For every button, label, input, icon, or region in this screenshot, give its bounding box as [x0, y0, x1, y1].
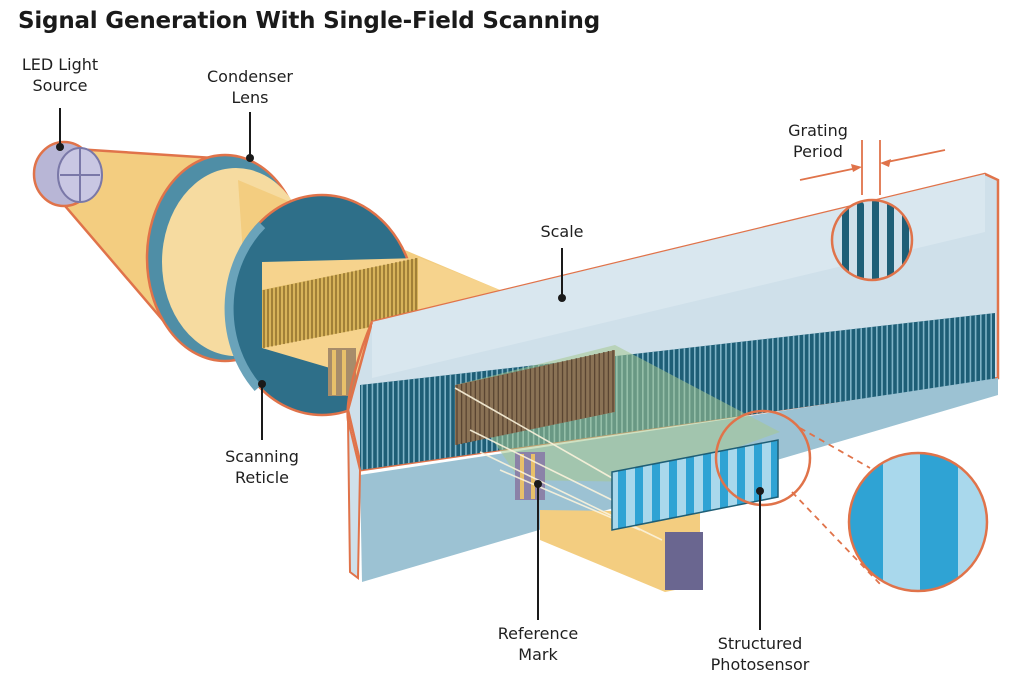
photosensor-zoom	[847, 451, 989, 593]
label-scale: Scale	[540, 222, 584, 241]
grating-period-zoom	[830, 198, 914, 282]
page-title: Signal Generation With Single-Field Scan…	[18, 8, 600, 34]
photosensor-highlight	[714, 409, 812, 507]
grating-period-marker	[799, 140, 946, 195]
